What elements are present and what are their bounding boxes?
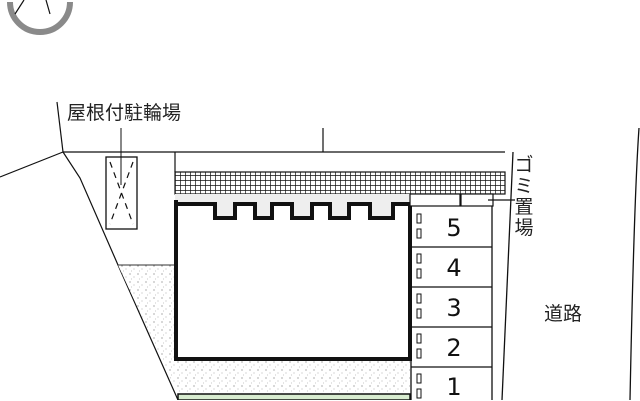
garbage-label-char: ミ	[514, 174, 534, 197]
dotted-ground-area	[118, 265, 410, 395]
bicycle-parking-box	[105, 128, 138, 230]
parking-space-number: 4	[446, 254, 462, 282]
garbage-label-char: ゴ	[514, 154, 534, 176]
garbage-area-label: ゴ ミ 置 場	[513, 155, 535, 239]
covered-bicycle-parking-label: 屋根付駐輪場	[67, 102, 182, 124]
road-label: 道路	[544, 303, 583, 325]
parking-lot	[410, 206, 493, 400]
garbage-area-box	[409, 193, 515, 207]
wheel-stops	[416, 213, 422, 399]
hatched-walkway	[174, 171, 506, 195]
parking-space-number: 1	[446, 373, 462, 401]
parking-space-number: 5	[446, 214, 462, 242]
parking-space-number: 2	[446, 334, 462, 362]
green-strip	[177, 393, 411, 400]
site-boundary	[0, 101, 505, 400]
garbage-label-char: 場	[514, 216, 534, 239]
garbage-label-char: 置	[514, 195, 534, 218]
road-edges	[501, 127, 640, 400]
parking-space-number: 3	[446, 294, 462, 322]
compass-icon	[7, 0, 73, 35]
building-outline	[174, 200, 412, 361]
